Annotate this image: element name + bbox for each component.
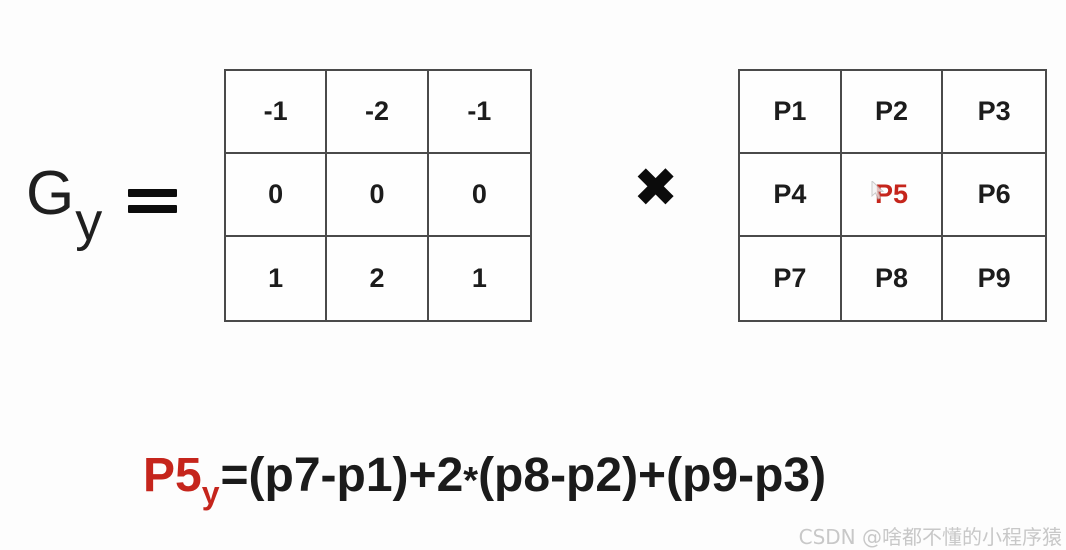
pixel-cell: P1 [740, 71, 842, 154]
mouse-cursor-icon [871, 179, 886, 206]
formula-lhs-subscript: y [201, 475, 220, 511]
pixel-cell: P3 [943, 71, 1045, 154]
equals-bar-bottom [128, 205, 177, 213]
kernel-cell: 0 [428, 154, 530, 237]
kernel-cell: 1 [226, 237, 328, 320]
pixel-cell: P9 [977, 263, 1011, 293]
kernel-cell: 0 [226, 154, 328, 237]
kernel-matrix: -1 -2 -1 0 0 0 1 2 1 [224, 69, 532, 322]
kernel-cell: -1 [226, 71, 328, 154]
pixel-cell: P8 [842, 237, 944, 320]
kernel-cell: -1 [428, 71, 530, 154]
kernel-cell: 1 [471, 263, 487, 293]
kernel-cell: -2 [327, 71, 429, 154]
formula-rhs-part2: (p8-p2)+(p9-p3) [478, 449, 827, 502]
multiply-icon: ✖ [633, 156, 679, 219]
pixel-matrix: P1 P2 P3 P4 P5 P6 P7 P8 P9 [738, 69, 1047, 322]
gy-subscript-text: y [75, 192, 103, 252]
formula-line: P5y=(p7-p1)+2*(p8-p2)+(p9-p3) [143, 446, 827, 511]
gy-label: Gy [26, 163, 102, 250]
gy-base-text: G [26, 159, 75, 228]
kernel-cell: 2 [327, 237, 429, 320]
equals-bar-top [128, 189, 177, 197]
pixel-cell: P6 [943, 154, 1045, 237]
pixel-cell: P2 [841, 71, 944, 154]
formula-rhs-part1: =(p7-p1)+2 [220, 449, 464, 502]
pixel-cell-p5-highlight: P5 [841, 154, 944, 237]
formula-star: * [463, 460, 479, 502]
formula-lhs: P5 [143, 449, 202, 502]
pixel-cell: P4 [740, 154, 842, 237]
pixel-cell: P7 [740, 237, 842, 320]
kernel-cell: 0 [327, 154, 429, 237]
equals-icon [128, 189, 177, 213]
csdn-watermark: CSDN @啥都不懂的小程序猿 [798, 525, 1062, 549]
